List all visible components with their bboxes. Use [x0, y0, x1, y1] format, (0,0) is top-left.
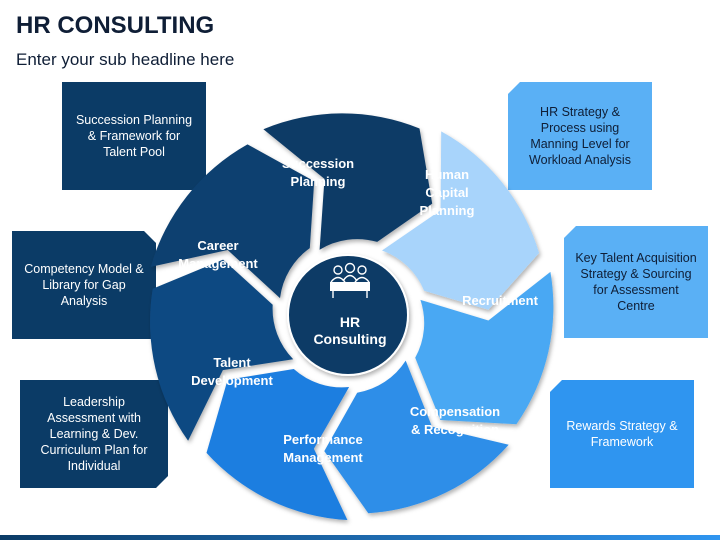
box-talent-acquisition: Key Talent Acquisition Strategy & Sourci… — [564, 226, 708, 338]
box-succession-framework: Succession Planning & Framework for Tale… — [62, 82, 206, 190]
segment-recruitment-label-1: Recruitment — [462, 293, 539, 308]
box-talent-acquisition-text: Key Talent Acquisition Strategy & Sourci… — [575, 251, 697, 313]
box-hr-strategy-text: HR Strategy & Process using Manning Leve… — [529, 105, 631, 167]
segment-performance-label-2: Management — [283, 450, 363, 465]
box-hr-strategy: HR Strategy & Process using Manning Leve… — [508, 82, 652, 190]
center-circle — [287, 254, 409, 376]
segment-career — [150, 144, 315, 299]
segment-performance — [206, 369, 350, 520]
segment-performance-label-1: Performance — [283, 432, 362, 447]
box-succession-framework-text: Succession Planning & Framework for Tale… — [75, 113, 193, 159]
meeting-people-icon — [330, 262, 370, 298]
box-competency-model: Competency Model & Library for Gap Analy… — [12, 231, 156, 339]
segment-human-capital — [382, 131, 540, 310]
segment-compensation-label-2: & Recognition — [411, 422, 499, 437]
footer-bar — [0, 535, 720, 540]
segment-human-capital-label-2: Capital — [425, 185, 468, 200]
box-leadership-assessment-text: Leadership Assessment with Learning & De… — [40, 395, 148, 473]
segment-recruitment — [415, 271, 554, 425]
segment-succession-label-2: Planning — [291, 174, 346, 189]
segment-career-label-1: Career — [197, 238, 238, 253]
segment-human-capital-label-3: Planning — [420, 203, 475, 218]
center-label-line2: Consulting — [313, 331, 386, 347]
box-rewards-strategy: Rewards Strategy & Framework — [550, 380, 694, 488]
segment-human-capital-label-1: Human — [425, 167, 469, 182]
segment-succession — [263, 113, 433, 250]
segment-career-label-2: Management — [178, 256, 258, 271]
box-competency-model-text: Competency Model & Library for Gap Analy… — [24, 262, 144, 308]
box-rewards-strategy-text: Rewards Strategy & Framework — [566, 419, 678, 449]
segment-compensation-label-1: Compensation — [410, 404, 500, 419]
box-leadership-assessment: Leadership Assessment with Learning & De… — [20, 380, 168, 488]
segment-talent-development-label-1: Talent — [213, 355, 251, 370]
center-label-line1: HR — [340, 314, 360, 330]
segment-talent-development-label-2: Development — [191, 373, 273, 388]
page-subtitle: Enter your sub headline here — [16, 50, 235, 69]
segment-talent-development — [150, 259, 294, 441]
segment-succession-label-1: Succession — [282, 156, 354, 171]
page-title: HR CONSULTING — [16, 12, 215, 39]
segment-compensation — [324, 360, 509, 514]
